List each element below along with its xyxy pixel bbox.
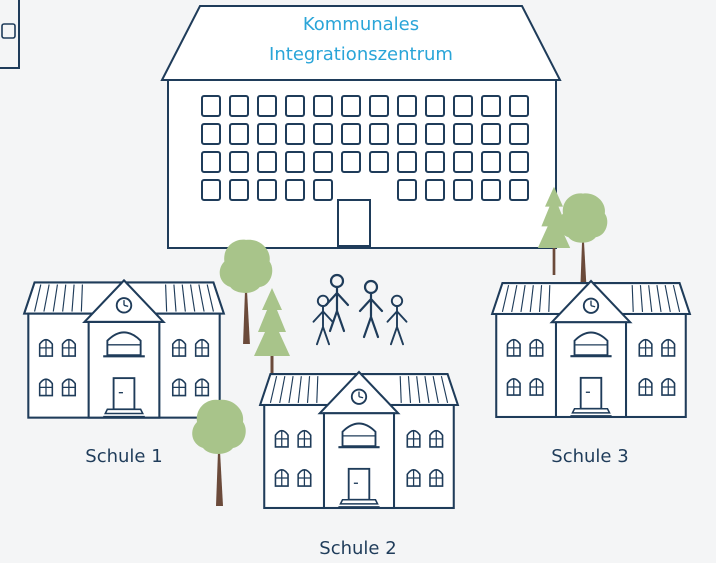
center-window bbox=[201, 179, 221, 201]
center-window bbox=[425, 151, 445, 173]
center-window bbox=[341, 123, 361, 145]
school-1-building bbox=[24, 280, 224, 417]
center-window bbox=[313, 151, 333, 173]
school-1-label: Schule 1 bbox=[85, 446, 162, 467]
center-title-line1: Kommunales bbox=[303, 14, 419, 35]
center-window bbox=[229, 151, 249, 173]
center-window bbox=[313, 123, 333, 145]
center-window bbox=[341, 151, 361, 173]
center-window bbox=[453, 123, 473, 145]
center-window-grid bbox=[201, 95, 529, 201]
center-window bbox=[397, 95, 417, 117]
center-window bbox=[453, 151, 473, 173]
center-window bbox=[257, 179, 277, 201]
center-window bbox=[369, 151, 389, 173]
center-window bbox=[285, 95, 305, 117]
center-window bbox=[201, 123, 221, 145]
center-window bbox=[201, 95, 221, 117]
center-window bbox=[285, 179, 305, 201]
pine-tree-icon bbox=[252, 286, 292, 386]
center-window bbox=[313, 95, 333, 117]
center-window bbox=[509, 95, 529, 117]
center-window bbox=[369, 95, 389, 117]
round-tree-icon bbox=[192, 399, 246, 506]
center-window bbox=[257, 95, 277, 117]
center-window bbox=[509, 179, 529, 201]
center-window bbox=[425, 95, 445, 117]
center-window bbox=[369, 123, 389, 145]
school-3-building bbox=[492, 281, 690, 417]
center-window bbox=[285, 123, 305, 145]
school-2-label: Schule 2 bbox=[319, 538, 396, 559]
center-window bbox=[229, 123, 249, 145]
center-window bbox=[201, 151, 221, 173]
center-door bbox=[337, 199, 371, 247]
center-window bbox=[257, 123, 277, 145]
center-window bbox=[397, 179, 417, 201]
center-window bbox=[481, 151, 501, 173]
center-window bbox=[481, 123, 501, 145]
center-window bbox=[453, 95, 473, 117]
center-window bbox=[285, 151, 305, 173]
center-title-line2: Integrationszentrum bbox=[269, 44, 453, 65]
center-window bbox=[425, 179, 445, 201]
center-window bbox=[481, 95, 501, 117]
integration-center-building bbox=[160, 5, 562, 249]
center-window bbox=[341, 95, 361, 117]
center-window bbox=[257, 151, 277, 173]
center-window bbox=[453, 179, 473, 201]
corner-building-fragment bbox=[0, 0, 20, 69]
center-window bbox=[313, 179, 333, 201]
school-2-building bbox=[260, 372, 458, 508]
center-window bbox=[397, 151, 417, 173]
center-window bbox=[425, 123, 445, 145]
center-window bbox=[509, 123, 529, 145]
center-window bbox=[229, 95, 249, 117]
center-window bbox=[481, 179, 501, 201]
center-window bbox=[397, 123, 417, 145]
center-window bbox=[509, 151, 529, 173]
school-3-label: Schule 3 bbox=[551, 446, 628, 467]
people-group-icon bbox=[312, 273, 408, 346]
center-window bbox=[229, 179, 249, 201]
